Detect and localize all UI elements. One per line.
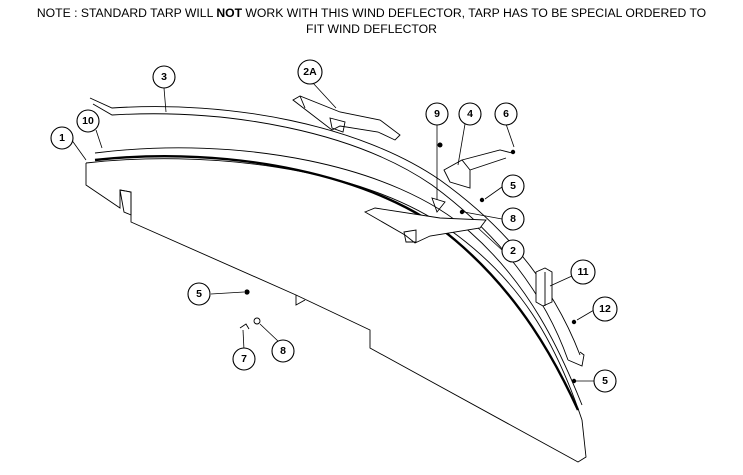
callout-2-label: 2 xyxy=(510,245,516,257)
callout-11: 11 xyxy=(570,259,596,285)
callout-2: 2 xyxy=(501,239,525,263)
callout-1: 1 xyxy=(50,126,74,150)
note-line-2: FIT WIND DEFLECTOR xyxy=(306,21,437,36)
note-line-1: NOTE : STANDARD TARP WILL NOT WORK WITH … xyxy=(0,6,743,22)
callout-3: 3 xyxy=(152,65,176,89)
callout-5-left-label: 5 xyxy=(196,288,202,300)
fasteners xyxy=(239,142,577,384)
note-suffix: WORK WITH THIS WIND DEFLECTOR, TARP HAS … xyxy=(242,6,707,20)
callout-5-right-label: 5 xyxy=(602,375,608,387)
callout-8-lower-label: 8 xyxy=(280,345,286,357)
callout-6-label: 6 xyxy=(503,108,509,120)
callout-2a: 2A xyxy=(297,59,323,85)
post-11 xyxy=(535,267,553,307)
callout-4-label: 4 xyxy=(467,108,473,120)
callout-5-right: 5 xyxy=(593,369,617,393)
bracket-4 xyxy=(443,149,513,189)
callout-12-label: 12 xyxy=(599,303,611,315)
callout-10: 10 xyxy=(76,109,100,133)
callout-8-upper: 8 xyxy=(501,207,525,231)
note-text: NOTE : STANDARD TARP WILL NOT WORK WITH … xyxy=(0,6,743,37)
callout-5-upper-label: 5 xyxy=(510,180,516,192)
callout-2a-label: 2A xyxy=(303,66,317,78)
callout-3-label: 3 xyxy=(161,71,167,83)
callout-6: 6 xyxy=(494,102,518,126)
brace-2 xyxy=(363,197,487,244)
callout-4: 4 xyxy=(458,102,482,126)
callout-11-label: 11 xyxy=(577,266,588,278)
callout-12: 12 xyxy=(592,296,618,322)
leader-lines xyxy=(70,82,595,382)
callout-9-label: 9 xyxy=(434,108,440,120)
callout-9: 9 xyxy=(425,102,449,126)
callout-8-upper-label: 8 xyxy=(510,213,516,225)
callout-7-label: 7 xyxy=(241,353,247,365)
callout-8-lower: 8 xyxy=(271,339,295,363)
note-emphasis: NOT xyxy=(216,6,243,20)
callout-5-upper: 5 xyxy=(501,174,525,198)
bracket-2a xyxy=(292,95,401,141)
callout-1-label: 1 xyxy=(59,132,65,144)
deflector-panel xyxy=(85,158,587,463)
callout-7: 7 xyxy=(232,347,256,371)
callout-10-label: 10 xyxy=(82,115,94,127)
note-prefix: NOTE : STANDARD TARP WILL xyxy=(36,6,217,20)
callout-5-left: 5 xyxy=(187,282,211,306)
upper-tube xyxy=(89,97,585,367)
